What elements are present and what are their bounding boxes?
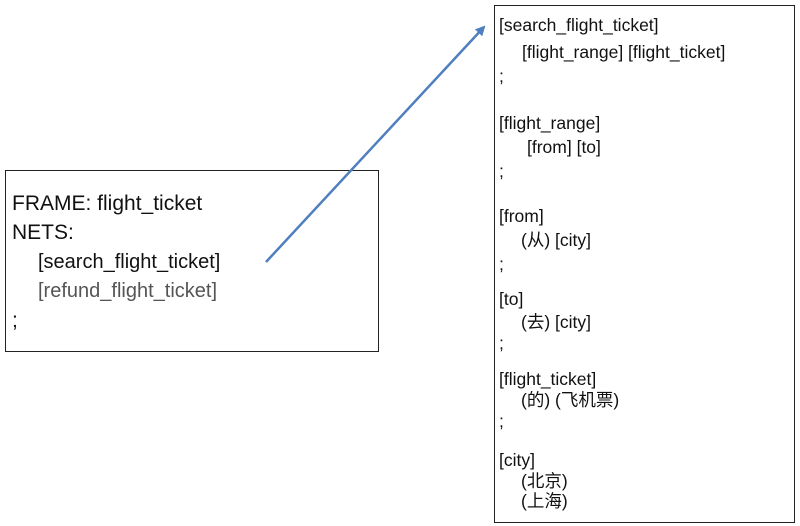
- rule-from-head: [from]: [499, 206, 544, 226]
- rule-terminator: ;: [499, 411, 504, 431]
- rule-terminator: ;: [499, 254, 504, 274]
- nets-label: NETS:: [12, 221, 74, 244]
- rule-terminator: ;: [499, 161, 504, 181]
- rule-city-head: [city]: [499, 450, 535, 470]
- rule-terminator: ;: [499, 66, 504, 86]
- net-refund-flight-ticket: [refund_flight_ticket]: [38, 280, 217, 302]
- rule-city-option-beijing: (北京): [521, 471, 568, 491]
- rule-flight-range-head: [flight_range]: [499, 113, 601, 133]
- rule-flight-ticket-head: [flight_ticket]: [499, 369, 597, 389]
- rule-to-head: [to]: [499, 289, 524, 309]
- net-search-flight-ticket: [search_flight_ticket]: [38, 251, 221, 273]
- frame-title: FRAME: flight_ticket: [12, 192, 203, 215]
- rule-flight-ticket-body: (的) (飞机票): [521, 390, 620, 410]
- rule-city-option-shanghai: (上海): [521, 491, 568, 511]
- rule-search-flight-ticket-head: [search_flight_ticket]: [499, 15, 659, 35]
- rule-search-flight-ticket-body: [flight_range] [flight_ticket]: [522, 42, 726, 62]
- rule-terminator: ;: [499, 333, 504, 353]
- grammar-rules-box: [494, 5, 795, 523]
- rule-flight-range-body: [from] [to]: [527, 137, 601, 157]
- rule-to-body: (去) [city]: [521, 312, 591, 332]
- rule-from-body: (从) [city]: [521, 230, 591, 250]
- frame-terminator: ;: [12, 309, 18, 332]
